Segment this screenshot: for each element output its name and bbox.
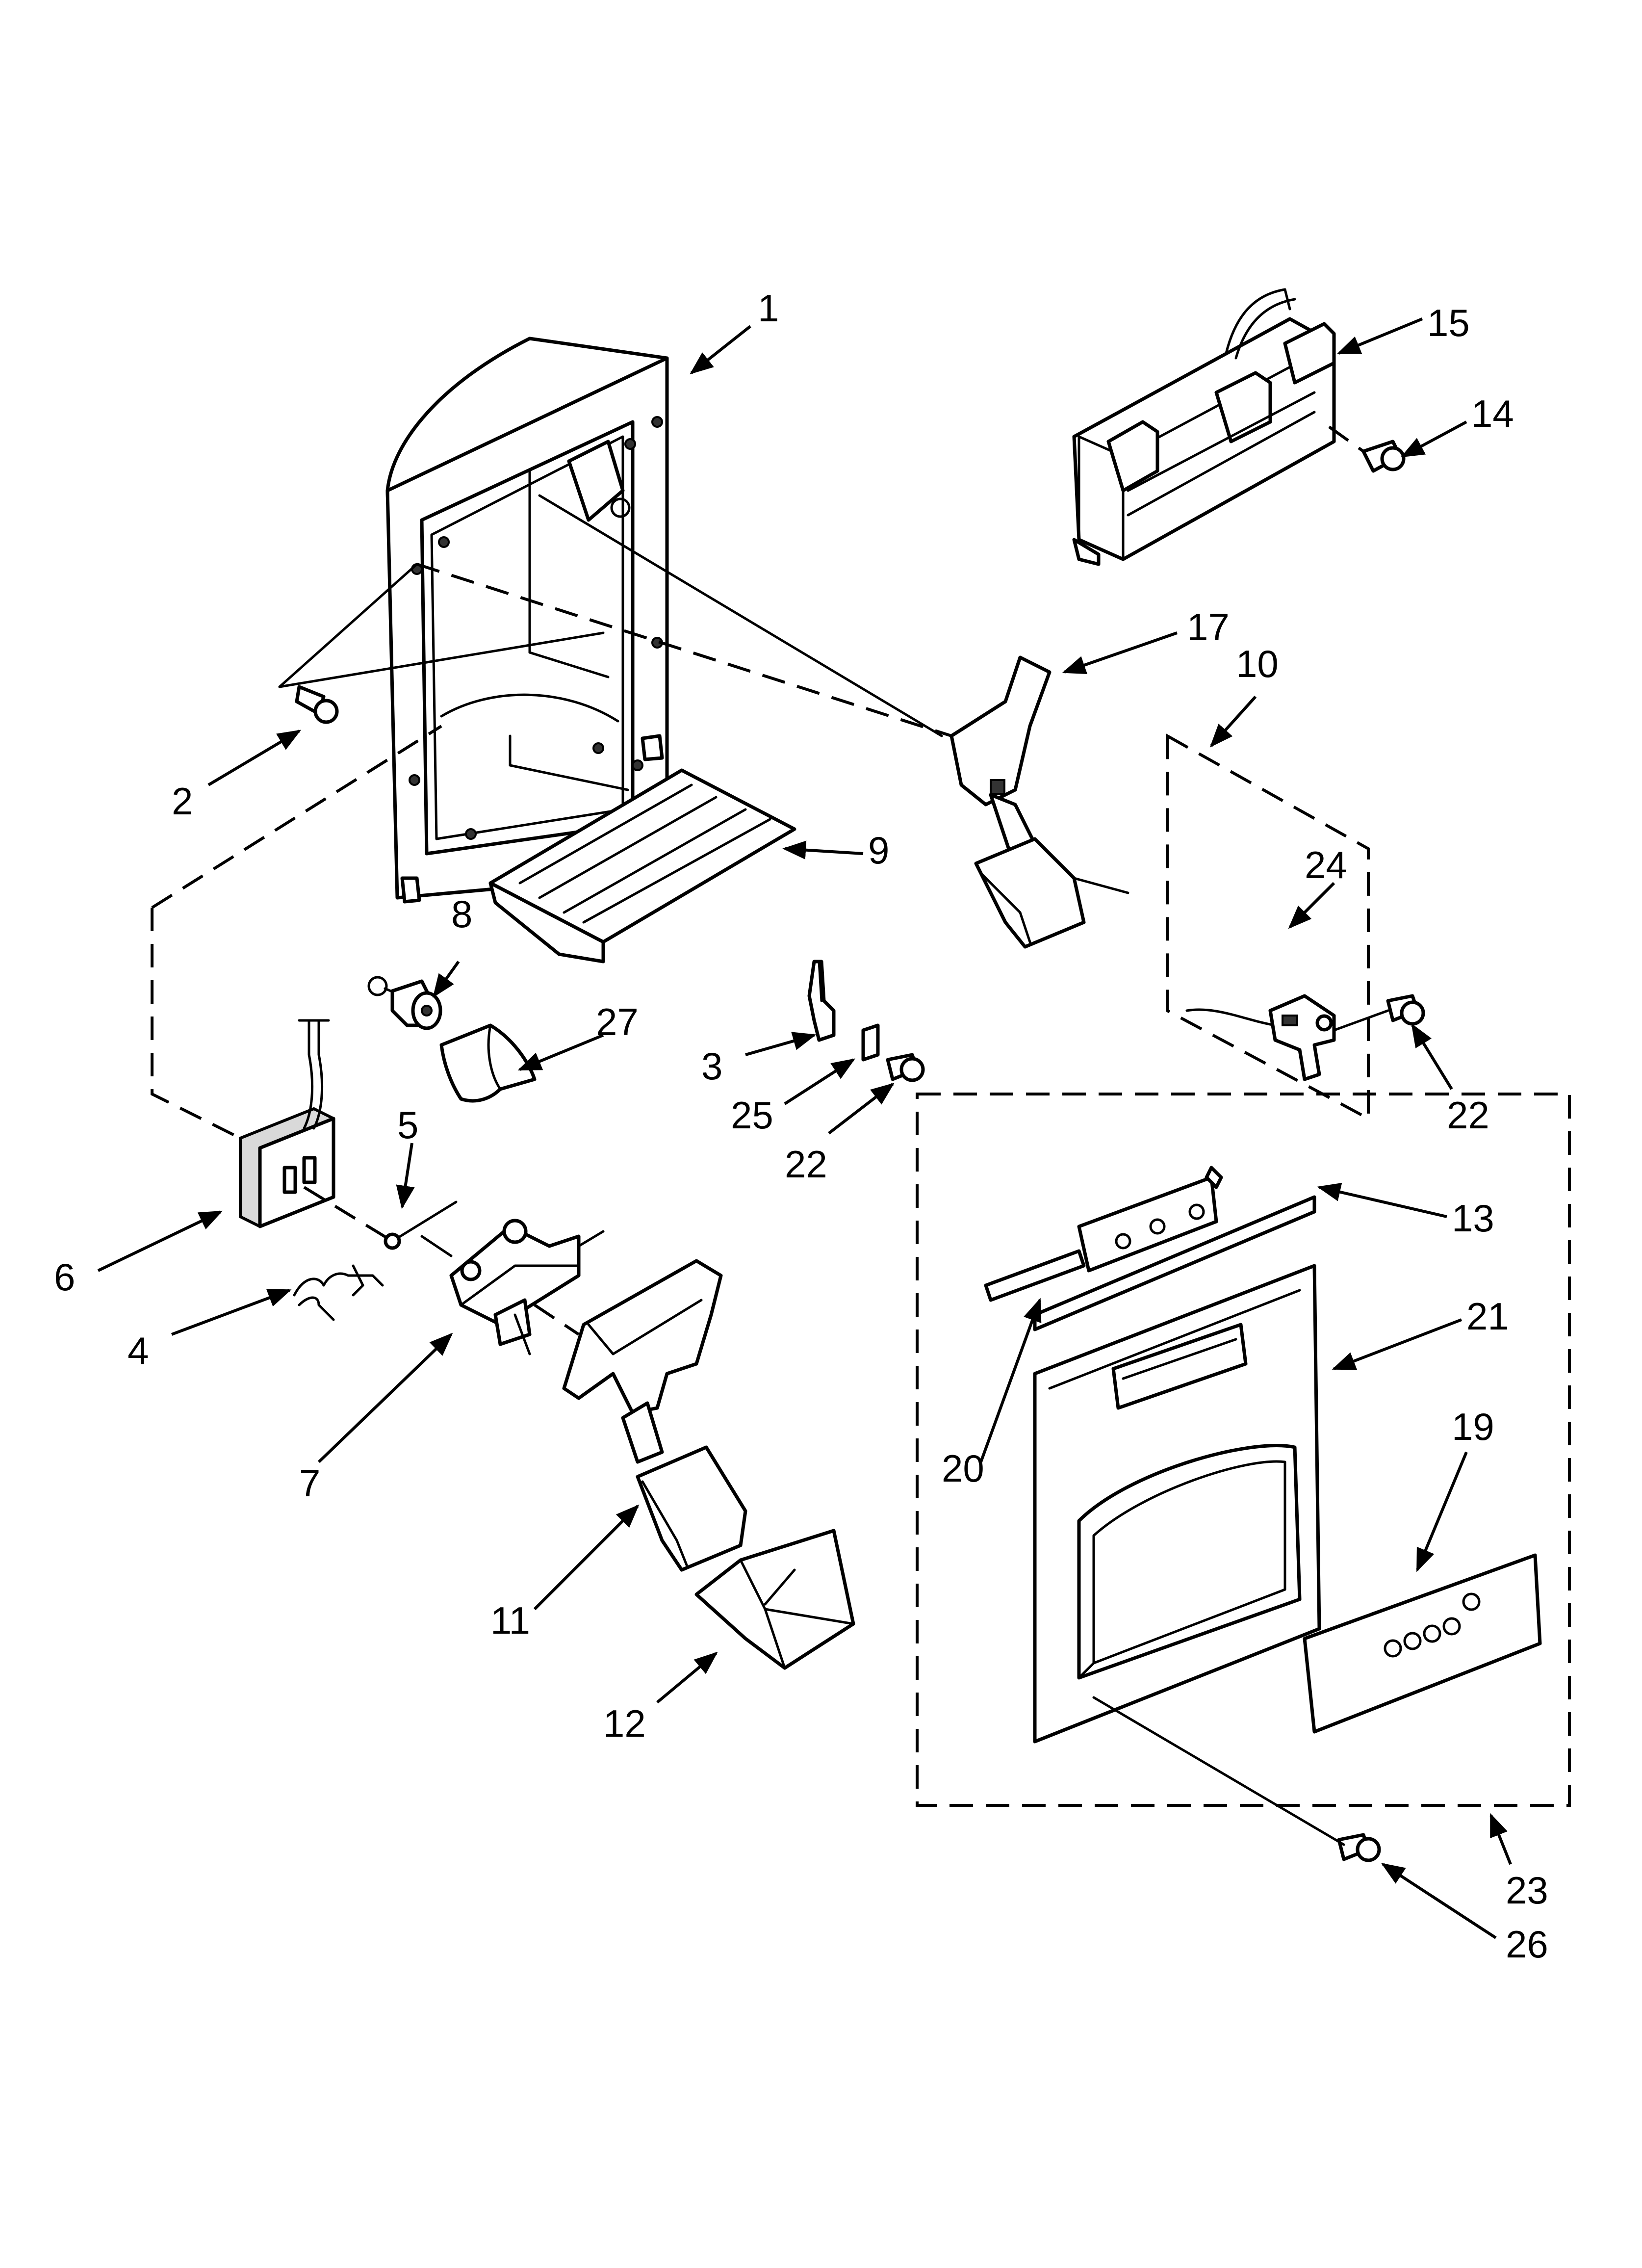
callout-22-center: 22 <box>785 1143 827 1186</box>
screw-14 <box>1361 440 1406 473</box>
part-27-cover <box>439 1023 537 1103</box>
callout-17: 17 <box>1187 605 1230 649</box>
callout-4: 4 <box>128 1329 149 1372</box>
callout-19: 19 <box>1452 1405 1494 1448</box>
callout-10: 10 <box>1236 642 1279 685</box>
part-12-chute <box>694 1529 855 1670</box>
callout-8: 8 <box>451 892 472 936</box>
screw-26 <box>1337 1833 1381 1862</box>
screw-2 <box>295 685 339 724</box>
screw-22-right <box>1386 994 1425 1026</box>
part-7-bracket <box>449 1219 605 1356</box>
part-8-solenoid <box>367 976 442 1030</box>
part-24-actuator <box>1185 994 1336 1081</box>
callout-13: 13 <box>1452 1197 1494 1240</box>
part-11-ice-paddle <box>562 1259 747 1572</box>
callout-25: 25 <box>731 1094 773 1137</box>
callout-22-right: 22 <box>1447 1094 1489 1137</box>
part-19-overlay <box>1303 1553 1542 1734</box>
part-4-spring <box>293 1264 384 1321</box>
leader-arrows <box>97 317 1512 1939</box>
part-5-pin <box>384 1200 458 1250</box>
callout-6: 6 <box>54 1255 75 1299</box>
callout-labels: 1 2 15 14 17 10 9 24 8 27 3 25 22 22 5 6… <box>54 287 1548 1966</box>
part-9-drip-tray <box>488 768 796 964</box>
part-20-gasket-strip <box>1033 1195 1316 1331</box>
part-13-control-board <box>984 1166 1223 1302</box>
callout-23: 23 <box>1506 1869 1548 1912</box>
callout-27: 27 <box>596 1000 639 1043</box>
part-1-dispenser-housing <box>385 337 669 904</box>
part-17-water-lever <box>949 655 1086 949</box>
callout-9: 9 <box>868 829 889 872</box>
part-3-switch <box>807 960 836 1042</box>
assembly-lines <box>151 425 1571 1846</box>
callout-7: 7 <box>299 1461 320 1505</box>
part-25-clip <box>861 1023 880 1062</box>
callout-5: 5 <box>397 1103 418 1147</box>
part-15-control-bracket <box>1072 288 1336 566</box>
screw-22-center <box>886 1053 925 1082</box>
callout-2: 2 <box>172 780 193 823</box>
part-6-switch-block <box>239 1019 335 1228</box>
callout-11: 11 <box>490 1599 530 1642</box>
callout-24: 24 <box>1305 843 1347 886</box>
callout-21: 21 <box>1466 1295 1509 1338</box>
callout-12: 12 <box>603 1702 646 1745</box>
callout-14: 14 <box>1471 392 1514 435</box>
part-21-front-panel <box>1033 1264 1321 1744</box>
callout-1: 1 <box>758 287 779 330</box>
callout-20: 20 <box>942 1447 984 1490</box>
callout-15: 15 <box>1427 301 1470 344</box>
callout-26: 26 <box>1506 1923 1548 1966</box>
callout-3: 3 <box>701 1044 722 1088</box>
